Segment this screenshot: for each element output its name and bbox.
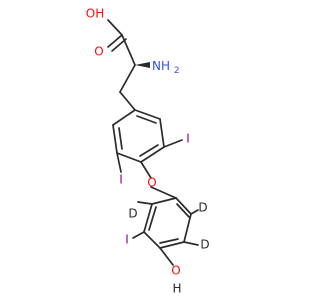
carboxyl-oh-label: OH — [86, 7, 104, 21]
ring-a-double-2 — [139, 144, 159, 157]
carbonyl-oxygen-label: O — [94, 45, 103, 59]
deuterium-lower-right-label: D — [200, 238, 209, 252]
ring-a-bond-3 — [140, 146, 165, 163]
bond-ch2-ring-a — [119, 91, 136, 111]
ring-b-bond-4 — [143, 231, 161, 249]
amine-nh: NH — [152, 59, 170, 73]
ring-a-bond-5 — [112, 124, 118, 154]
ring-b-double-3 — [148, 206, 157, 231]
ring-a-double-1 — [136, 115, 157, 124]
ring-b-bond-3 — [159, 241, 185, 249]
bond-ring-b-phenol-o — [159, 247, 174, 266]
bond-ring-b-iodine — [132, 231, 145, 239]
bond-ring-b-deuterium-lower-right — [183, 241, 199, 246]
ring-b-bond-6 — [151, 197, 177, 205]
bond-carboxyl-c-oh — [107, 19, 123, 36]
carboxyl-group — [107, 19, 136, 66]
bond-alpha-ch2 — [119, 64, 136, 93]
bond-ring-b-deuterium-upper-right — [190, 209, 199, 215]
bond-ether-o-ring-b — [150, 186, 177, 199]
structure-diagram: OH O NH 2 I I O D D D I O H — [86, 7, 210, 296]
bond-ring-a-iodine-left — [116, 152, 122, 173]
phenol-oxygen-label: O — [171, 264, 180, 278]
ring-a-bond-6 — [112, 109, 136, 126]
amine-label: NH 2 — [152, 59, 180, 76]
ring-a-bond-2 — [159, 118, 165, 148]
amine-subscript: 2 — [174, 66, 180, 76]
wedge-bond-amine — [135, 62, 150, 68]
bond-carboxyl-c-o-double-2 — [111, 38, 127, 52]
ring-a-bond-4 — [116, 152, 142, 163]
ring-a-double-3 — [118, 127, 123, 150]
alpha-carbon-group — [119, 62, 150, 111]
ring-b-double-2 — [159, 238, 179, 244]
molecule-canvas: OH O NH 2 I I O D D D I O H — [85, 6, 210, 296]
ring-b-bond-5 — [143, 203, 153, 233]
iodine-ring-a-left-label: I — [119, 173, 123, 187]
ring-b-double-1 — [176, 203, 190, 218]
bond-ring-b-deuterium-upper-left — [137, 201, 153, 205]
ring-b-bond-1 — [175, 197, 192, 215]
ring-a — [112, 109, 183, 179]
ether-oxygen-label: O — [147, 176, 156, 190]
bond-ring-a-ether-o — [140, 161, 152, 179]
bond-ring-a-iodine-right — [163, 139, 183, 148]
bond-carboxyl-c-alpha — [121, 34, 136, 66]
iodine-ring-b-label: I — [125, 233, 129, 247]
iodine-ring-a-right-label: I — [186, 132, 190, 146]
ring-a-bond-1 — [134, 109, 161, 120]
ring-b — [132, 197, 199, 266]
deuterium-upper-left-label: D — [128, 207, 137, 221]
deuterium-upper-right-label: D — [198, 201, 207, 215]
ring-b-bond-2 — [183, 213, 192, 243]
bond-carboxyl-c-o-double-1 — [107, 34, 123, 48]
phenol-hydrogen-label: H — [172, 282, 181, 296]
